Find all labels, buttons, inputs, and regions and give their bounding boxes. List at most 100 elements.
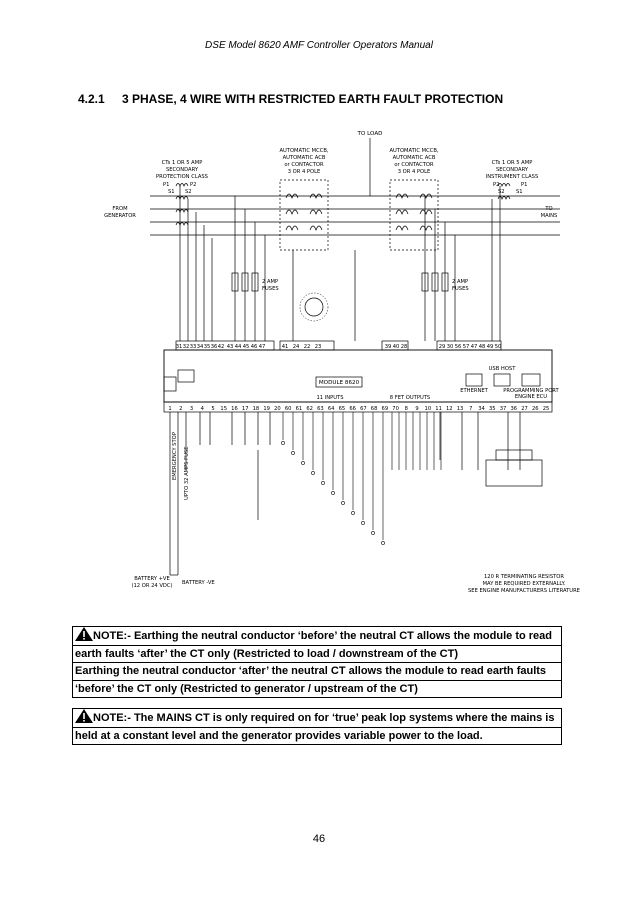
ct-coil (497, 183, 511, 187)
top-terminal-number: 30 (447, 344, 454, 350)
bottom-terminal-number: 37 (500, 406, 507, 412)
module-label: MODULE 8620 (319, 380, 360, 386)
breaker-contact (419, 193, 433, 199)
svg-text:TO: TO (544, 206, 552, 212)
breaker-contact (285, 225, 299, 231)
svg-text:FUSES: FUSES (452, 286, 469, 292)
ct-right-terminals: P2 P1 S2 S1 (493, 182, 527, 195)
note-earthing: NOTE:- Earthing the neutral conductor ‘b… (72, 626, 562, 698)
input-switch-icon (331, 491, 335, 495)
top-terminal-number: 34 (197, 344, 204, 350)
ct-coil (175, 183, 189, 187)
svg-text:3 OR 4 POLE: 3 OR 4 POLE (398, 169, 431, 175)
breaker-contact (419, 225, 433, 231)
bottom-terminal-number: 18 (253, 406, 260, 412)
motor-icon (304, 297, 324, 317)
svg-text:SEE ENGINE MANUFACTURERS LITER: SEE ENGINE MANUFACTURERS LITERATURE (468, 588, 580, 594)
bottom-terminal-number: 10 (425, 406, 432, 412)
breaker-contact (309, 225, 323, 231)
fuses-right-label: 2 AMP FUSES (452, 279, 469, 292)
fuel-fuse-label: UPTO 32 AMPS FUSE (184, 446, 190, 500)
top-terminal-number: 28 (401, 344, 408, 350)
ct-coil (175, 209, 189, 213)
breaker-contact (395, 209, 409, 215)
input-switch-icon (281, 441, 285, 445)
ct-coil (497, 196, 511, 200)
svg-text:2 AMP: 2 AMP (262, 279, 278, 285)
breaker-contact (285, 193, 299, 199)
input-switch-icon (341, 501, 345, 505)
top-terminal-number: 22 (304, 344, 311, 350)
bottom-terminal-number: 63 (317, 406, 324, 412)
bottom-terminal-number: 9 (415, 406, 418, 412)
top-terminal-number: 42 (218, 344, 225, 350)
top-terminal-number: 39 (385, 344, 392, 350)
bottom-terminal-number: 16 (231, 406, 238, 412)
bottom-terminal-number: 7 (469, 406, 472, 412)
input-switch-icon (351, 511, 355, 515)
top-terminal-number: 48 (479, 344, 486, 350)
ct-left-label: CTs 1 OR 5 AMP SECONDARY PROTECTION CLAS… (156, 160, 208, 180)
svg-text:FROM: FROM (112, 206, 127, 212)
bottom-terminal-number: 19 (263, 406, 270, 412)
svg-text:120 R TERMINATING RESISTOR: 120 R TERMINATING RESISTOR (484, 574, 564, 580)
bottom-terminal-number: 5 (211, 406, 214, 412)
from-generator-label: FROM GENERATOR (104, 206, 136, 219)
breaker-contact (395, 193, 409, 199)
bottom-terminal-number: 67 (360, 406, 367, 412)
svg-text:AUTOMATIC MCCB,: AUTOMATIC MCCB, (389, 148, 438, 154)
svg-text:MAY BE REQUIRED EXTERNALLY.: MAY BE REQUIRED EXTERNALLY. (483, 581, 566, 587)
top-terminal-number: 24 (293, 344, 300, 350)
input-switch-icon (381, 541, 385, 545)
svg-text:3 OR 4 POLE: 3 OR 4 POLE (288, 169, 321, 175)
svg-text:P1: P1 (521, 182, 527, 188)
warning-icon (75, 709, 93, 723)
bottom-terminal-number: 3 (190, 406, 193, 412)
to-mains-label: TO MAINS (541, 206, 558, 219)
note-line: NOTE:- Earthing the neutral conductor ‘b… (73, 627, 561, 646)
svg-text:S1: S1 (168, 189, 175, 195)
bottom-terminal-number: 65 (339, 406, 346, 412)
ct-coil (175, 196, 189, 200)
top-terminal-number: 23 (315, 344, 322, 350)
svg-text:SECONDARY: SECONDARY (166, 167, 199, 173)
terminating-resistor-note: 120 R TERMINATING RESISTOR MAY BE REQUIR… (468, 574, 580, 594)
bottom-terminal-number: 17 (242, 406, 249, 412)
bottom-terminal-number: 68 (371, 406, 378, 412)
top-terminal-number: 49 (487, 344, 494, 350)
bottom-terminal-number: 66 (349, 406, 356, 412)
page-number: 46 (312, 833, 326, 845)
bottom-terminal-number: 36 (510, 406, 517, 412)
bottom-terminal-number: 1 (168, 406, 171, 412)
svg-text:S2: S2 (185, 189, 192, 195)
ethernet-label: ETHERNET (460, 388, 488, 394)
svg-text:P2: P2 (493, 182, 499, 188)
breaker-left-label: AUTOMATIC MCCB, AUTOMATIC ACB or CONTACT… (279, 148, 328, 175)
battery-negative-label: BATTERY -VE (182, 580, 215, 586)
ct-left-terminals: P1 P2 S1 S2 (163, 182, 196, 195)
svg-text:SECONDARY: SECONDARY (496, 167, 529, 173)
top-terminal-number: 32 (183, 344, 190, 350)
bottom-terminal-number: 15 (220, 406, 227, 412)
bottom-terminal-number: 12 (446, 406, 453, 412)
breaker-contact (285, 209, 299, 215)
input-switch-icon (321, 481, 325, 485)
top-terminal-number: 56 (455, 344, 462, 350)
top-terminal-number: 41 (282, 344, 289, 350)
bottom-terminal-number: 26 (532, 406, 539, 412)
top-terminal-number: 44 (235, 344, 242, 350)
top-terminal-number: 47 (259, 344, 266, 350)
bottom-terminal-number: 2 (179, 406, 182, 412)
svg-text:FUSES: FUSES (262, 286, 279, 292)
svg-text:2 AMP: 2 AMP (452, 279, 468, 285)
inputs-label: 11 INPUTS (316, 395, 343, 401)
svg-text:CTs 1 OR 5 AMP: CTs 1 OR 5 AMP (162, 160, 203, 166)
ct-right-label: CTs 1 OR 5 AMP SECONDARY INSTRUMENT CLAS… (486, 160, 539, 180)
input-switch-icon (311, 471, 315, 475)
top-terminal-number: 47 (471, 344, 478, 350)
svg-text:S2: S2 (498, 189, 505, 195)
top-terminal-number: 50 (495, 344, 502, 350)
input-switch-icon (301, 461, 305, 465)
section-title: 3 PHASE, 4 WIRE WITH RESTRICTED EARTH FA… (122, 92, 504, 106)
emergency-stop-label: EMERGENCY STOP (172, 432, 178, 480)
